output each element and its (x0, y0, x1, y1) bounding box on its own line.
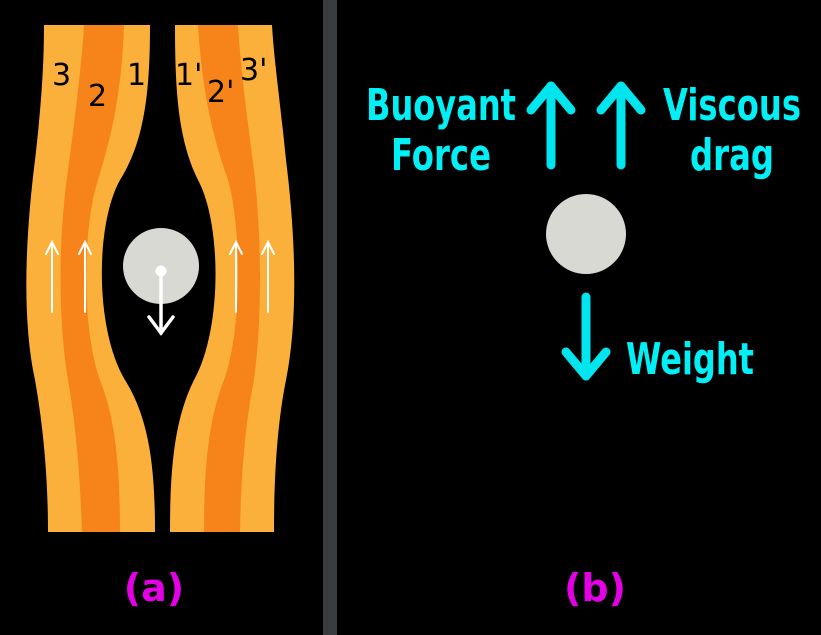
left-layer-2-dark (60, 25, 124, 532)
flow-arrow-left-inner (78, 239, 92, 313)
layer-label-3-prime: 3' (240, 53, 267, 88)
panel-b: Buoyant Force Viscous drag Weight (b) (366, 80, 801, 610)
sphere (546, 194, 626, 274)
sphere-center-dot (155, 265, 167, 277)
panel-a: 3 2 1 1' 2' 3' (26, 25, 295, 610)
left-fluid-column (26, 25, 155, 532)
viscous-drag-label-line2: drag (690, 130, 774, 181)
panel-label-b: (b) (564, 566, 626, 610)
layer-label-2: 2 (88, 79, 107, 114)
layer-label-3: 3 (52, 58, 71, 93)
flow-arrow-left-outer (45, 239, 59, 313)
weight-arrow (561, 292, 611, 381)
flow-arrows (45, 239, 275, 313)
weight-label: Weight (626, 334, 754, 385)
sphere-velocity-arrow (147, 269, 175, 336)
left-layer-3-and-1-light (26, 25, 155, 532)
panel-label-a: (a) (124, 566, 184, 610)
buoyant-force-label-line2: Force (391, 130, 491, 181)
right-fluid-column (170, 25, 295, 532)
flow-arrow-right-outer (261, 239, 275, 313)
buoyant-force-arrow (526, 81, 576, 170)
layer-label-2-prime: 2' (207, 75, 234, 110)
right-layer-2-dark (198, 25, 260, 532)
layer-label-1: 1 (127, 58, 146, 93)
viscous-drag-arrow (596, 81, 646, 170)
flow-arrow-right-inner (229, 239, 243, 313)
panel-divider (323, 0, 337, 635)
right-layer-1-and-3-light (170, 25, 295, 532)
viscous-drag-label-line1: Viscous (663, 80, 801, 131)
layer-label-1-prime: 1' (175, 58, 202, 93)
buoyant-force-label-line1: Buoyant (366, 80, 516, 131)
